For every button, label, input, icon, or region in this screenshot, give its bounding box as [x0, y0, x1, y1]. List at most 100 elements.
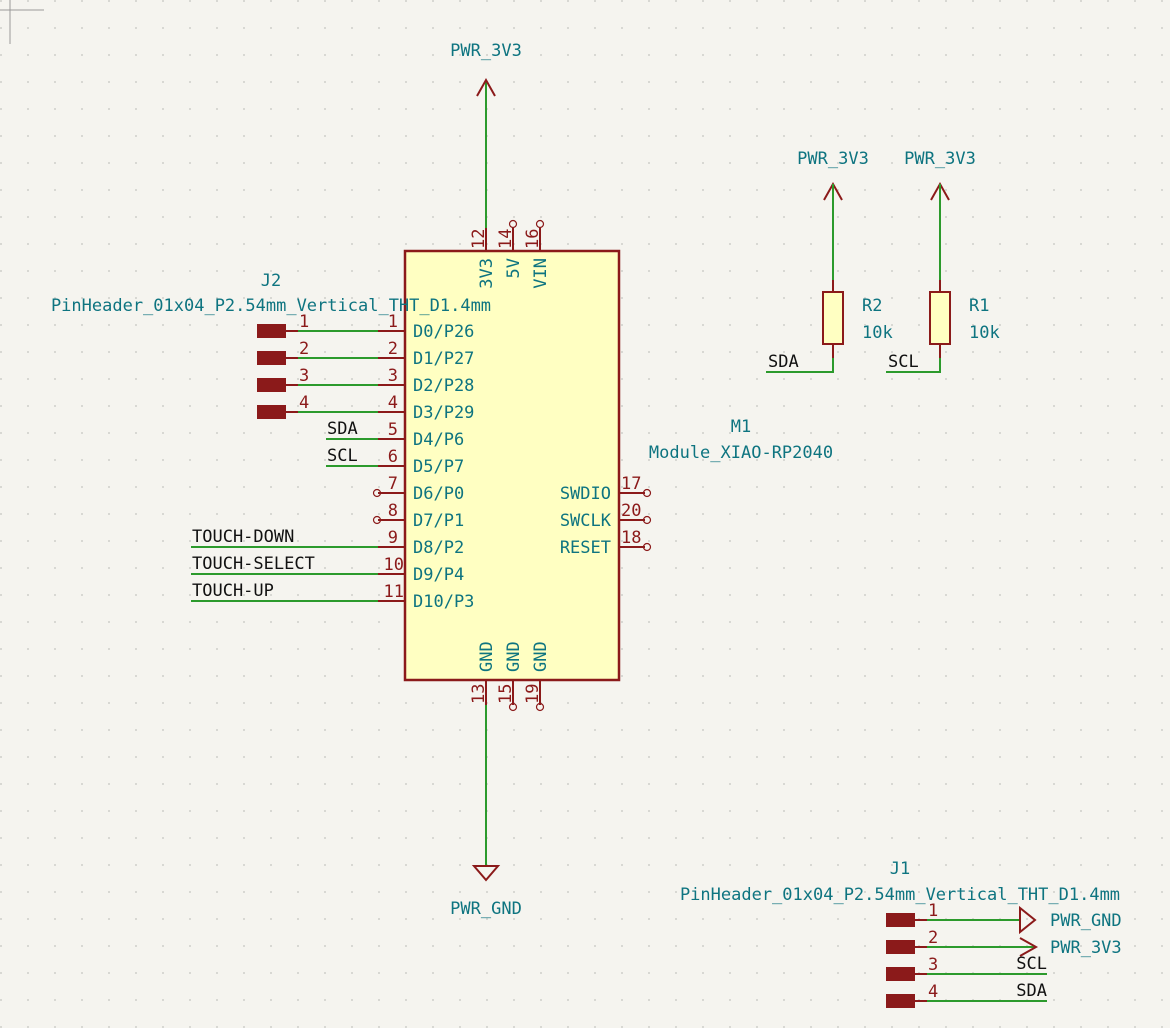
net-label-sda: SDA: [768, 352, 799, 372]
module-reference: M1: [731, 417, 751, 437]
pin-number-8: 8: [388, 501, 398, 521]
unconnected-marker: [508, 702, 518, 712]
r2-reference: R2: [862, 296, 882, 316]
pin-name-swdio: SWDIO: [560, 484, 611, 504]
pin-number-3: 3: [388, 366, 398, 386]
pin-number-16: 16: [523, 229, 543, 249]
header-pad: [886, 994, 915, 1008]
power-3v3-top[interactable]: PWR_3V3: [450, 41, 522, 228]
r1-value: 10k: [969, 323, 1000, 343]
header-pad: [886, 967, 915, 981]
power-arrow-symbol: [1019, 937, 1039, 957]
unconnected-marker: [642, 488, 652, 498]
pin-name-d0: D0/P26: [413, 322, 474, 342]
pin-number-13: 13: [469, 684, 489, 704]
j2-pin-number: 2: [299, 339, 309, 359]
header-pad: [886, 940, 915, 954]
unconnected-marker: [535, 219, 545, 229]
pin-number-10: 10: [384, 555, 404, 575]
unconnected-marker: [642, 542, 652, 552]
net-label-sda: SDA: [327, 419, 358, 439]
power-label-gnd: PWR_GND: [450, 899, 522, 919]
module-m1[interactable]: 12 14 16 3V3 5V VIN 13 15 19 GND GND GND: [372, 219, 834, 712]
resistor-body: [929, 291, 951, 345]
power-label-gnd: PWR_GND: [1050, 911, 1122, 931]
left-net-labels[interactable]: SDA SCL TOUCH-DOWN TOUCH-SELECT TOUCH-UP: [191, 419, 378, 602]
r2-value: 10k: [862, 323, 893, 343]
wire-r1-bottom: [886, 358, 941, 373]
net-label-touch-up: TOUCH-UP: [192, 581, 274, 601]
pin-name-gnd: GND: [531, 641, 551, 672]
pin-name-d7: D7/P1: [413, 511, 464, 531]
header-pad: [257, 324, 286, 338]
pin-name-gnd: GND: [477, 641, 497, 672]
header-pad: [257, 351, 286, 365]
j1-pin-number: 1: [928, 901, 938, 921]
pin-number-5: 5: [388, 420, 398, 440]
pin-name-d9: D9/P4: [413, 565, 464, 585]
pin-name-3v3: 3V3: [477, 258, 497, 289]
left-pin-group: [372, 330, 405, 602]
power-label-3v3: PWR_3V3: [904, 149, 976, 169]
unconnected-marker: [372, 488, 382, 498]
wire-r2-bottom: [766, 358, 834, 373]
pin-name-d10: D10/P3: [413, 592, 474, 612]
pin-number-15: 15: [496, 684, 516, 704]
ground-symbol: [471, 865, 501, 882]
net-label-touch-select: TOUCH-SELECT: [192, 554, 315, 574]
pin-number-1: 1: [388, 312, 398, 332]
header-j1[interactable]: J1 PinHeader_01x04_P2.54mm_Vertical_THT_…: [680, 859, 1122, 1008]
power-label-3v3: PWR_3V3: [450, 41, 522, 61]
pin-number-20: 20: [621, 501, 641, 521]
pin-name-d4: D4/P6: [413, 430, 464, 450]
power-arrow-symbol: [476, 77, 496, 97]
j2-pin-number: 4: [299, 393, 309, 413]
j2-pin-number: 3: [299, 366, 309, 386]
pin-number-14: 14: [496, 229, 516, 249]
header-pad: [257, 378, 286, 392]
j2-pin-number: 1: [299, 312, 309, 332]
pin-name-d8: D8/P2: [413, 538, 464, 558]
unconnected-marker: [372, 515, 382, 525]
header-pad: [257, 405, 286, 419]
net-label-scl: SCL: [888, 352, 919, 372]
pin-name-d1: D1/P27: [413, 349, 474, 369]
unconnected-marker: [535, 702, 545, 712]
pin-name-d3: D3/P29: [413, 403, 474, 423]
pin-number-2: 2: [388, 339, 398, 359]
j1-pin-number: 3: [928, 955, 938, 975]
resistor-r1[interactable]: PWR_3V3 R1 10k SCL: [886, 149, 1000, 373]
ground-symbol: [1019, 905, 1037, 935]
r1-reference: R1: [969, 296, 989, 316]
module-body: [403, 249, 621, 682]
j1-value: PinHeader_01x04_P2.54mm_Vertical_THT_D1.…: [680, 885, 1120, 905]
j1-reference: J1: [890, 859, 910, 879]
j1-pin-number: 2: [928, 928, 938, 948]
power-label-3v3: PWR_3V3: [1050, 938, 1122, 958]
resistor-r2[interactable]: PWR_3V3 R2 10k SDA: [766, 149, 893, 373]
net-label-sda: SDA: [1016, 981, 1047, 1001]
pin-name-5v: 5V: [504, 258, 524, 278]
j1-pin-number: 4: [928, 982, 938, 1002]
pin-number-18: 18: [621, 528, 641, 548]
power-gnd-bottom[interactable]: PWR_GND: [450, 705, 522, 919]
pin-name-d5: D5/P7: [413, 457, 464, 477]
pin-number-6: 6: [388, 447, 398, 467]
pin-name-gnd: GND: [504, 641, 524, 672]
pin-number-11: 11: [384, 582, 404, 602]
module-value: Module_XIAO-RP2040: [649, 443, 833, 463]
header-j2[interactable]: J2 PinHeader_01x04_P2.54mm_Vertical_THT_…: [51, 271, 491, 419]
pin-name-d6: D6/P0: [413, 484, 464, 504]
pin-name-swclk: SWCLK: [560, 511, 612, 531]
net-label-scl: SCL: [1016, 954, 1047, 974]
net-label-touch-down: TOUCH-DOWN: [192, 527, 294, 547]
resistor-body: [822, 291, 844, 345]
pin-number-7: 7: [388, 474, 398, 494]
pin-number-12: 12: [469, 229, 489, 249]
pin-number-9: 9: [388, 528, 398, 548]
unconnected-marker: [642, 515, 652, 525]
pin-name-reset: RESET: [560, 538, 611, 558]
pin-number-19: 19: [523, 684, 543, 704]
unconnected-marker: [508, 219, 518, 229]
